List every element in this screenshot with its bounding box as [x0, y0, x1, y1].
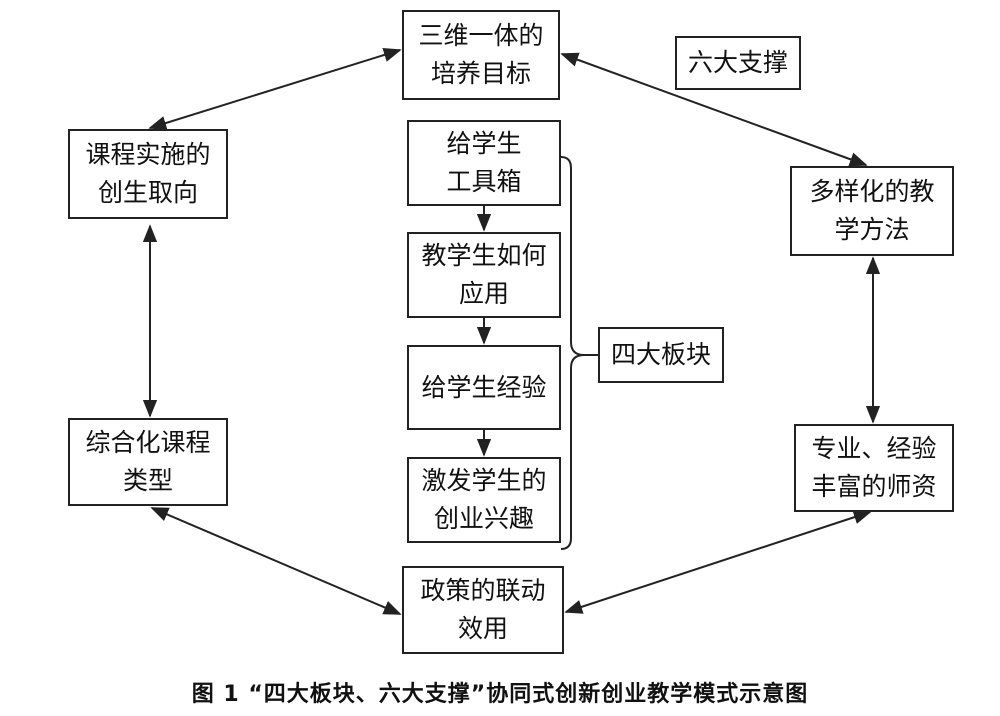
module-apply: 教学生如何 应用	[407, 232, 561, 318]
arrow-integrated-policy	[150, 507, 402, 615]
figure-caption: 图 1 “四大板块、六大支撑”协同式创新创业教学模式示意图	[191, 682, 809, 707]
integrated-course-box: 综合化课程 类型	[68, 418, 228, 506]
module-toolbox: 给学生 工具箱	[407, 120, 561, 206]
policy-box: 政策的联动 效用	[402, 566, 564, 654]
goal-box: 三维一体的 培养目标	[402, 10, 560, 100]
curriculum-orientation-box: 课程实施的 创生取向	[68, 129, 228, 219]
six-supports-box: 六大支撑	[675, 36, 801, 90]
faculty-box: 专业、经验 丰富的师资	[794, 424, 954, 512]
methods-box: 多样化的教 学方法	[790, 166, 954, 256]
arrow-goal-curriculum	[148, 47, 402, 131]
arrow-policy-faculty	[564, 510, 872, 614]
module-interest: 激发学生的 创业兴趣	[407, 457, 561, 543]
arrow-goal-methods	[560, 52, 868, 167]
modules-bracket	[560, 156, 585, 550]
four-modules-box: 四大板块	[598, 327, 724, 383]
module-experience: 给学生经验	[407, 345, 561, 430]
